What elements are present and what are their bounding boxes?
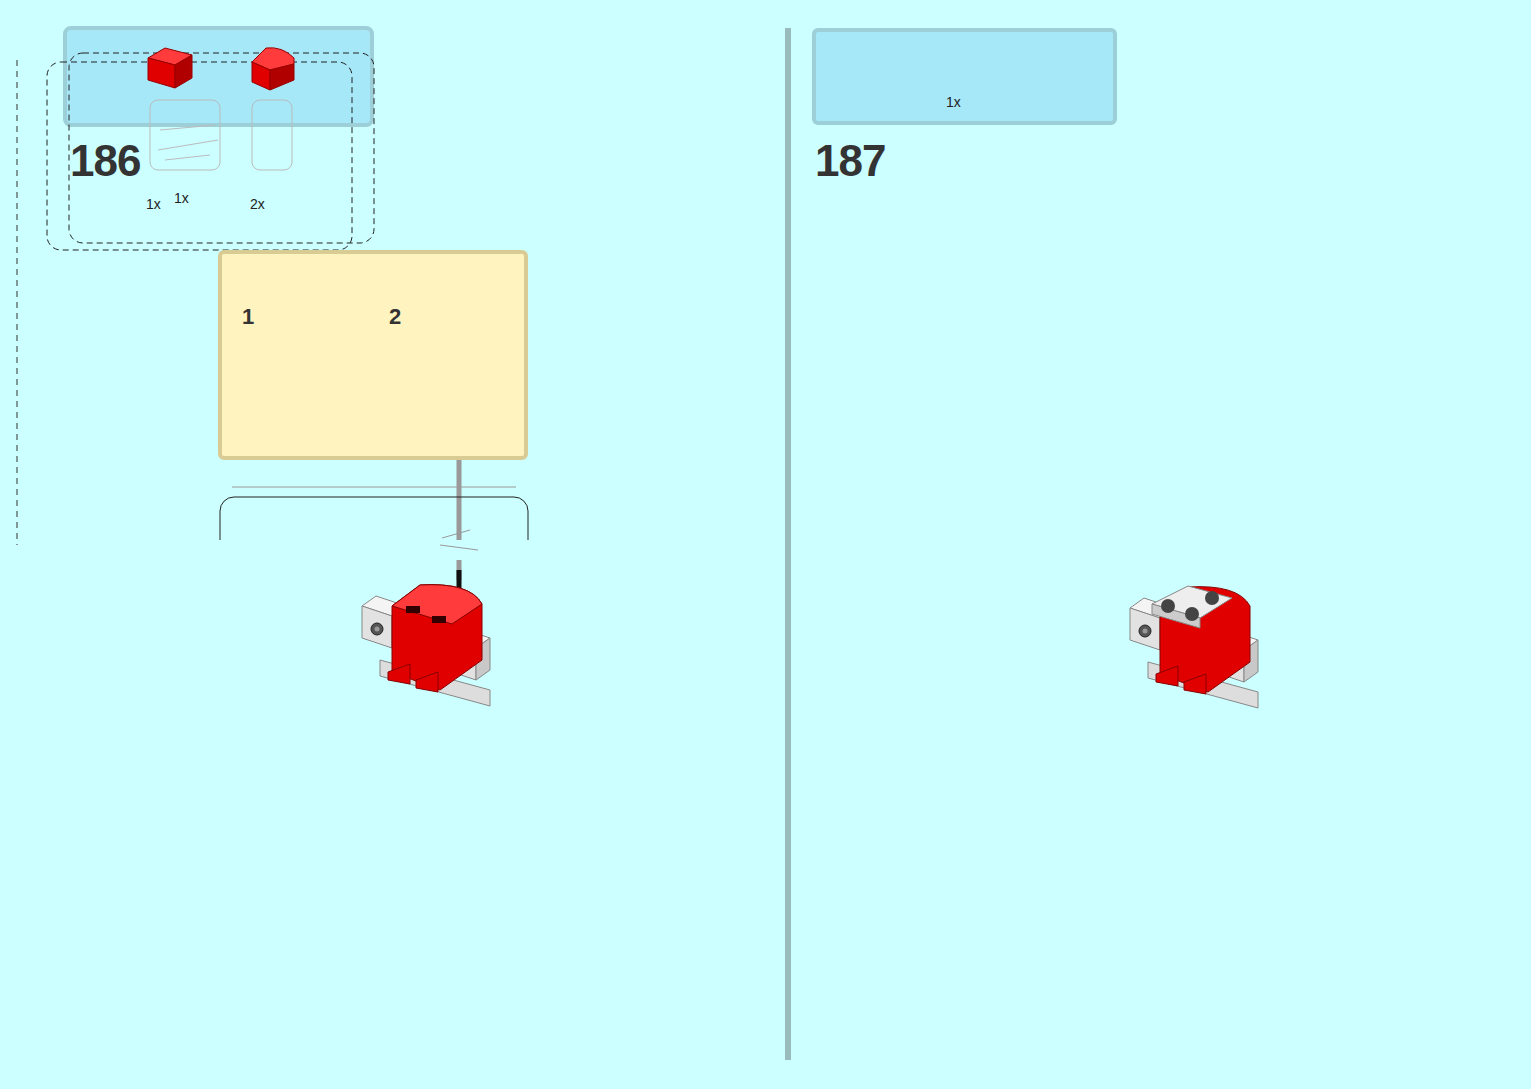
step-number: 186 [70,136,140,186]
substep-number: 1 [242,304,254,330]
step-number: 187 [815,136,885,186]
part-count: 1x [146,196,161,212]
red-brick-part [148,48,192,88]
part-count: 1x [174,190,189,206]
part-count: 2x [250,196,265,212]
model-step-186 [362,585,490,706]
substep-number: 2 [389,304,401,330]
red-slope-part [252,48,294,90]
part-count: 1x [946,94,961,110]
parts-panel [65,28,372,125]
parts-panel: 1x [812,28,1117,125]
subassembly-box: 12 [218,250,528,460]
model-step-187 [1130,586,1258,708]
